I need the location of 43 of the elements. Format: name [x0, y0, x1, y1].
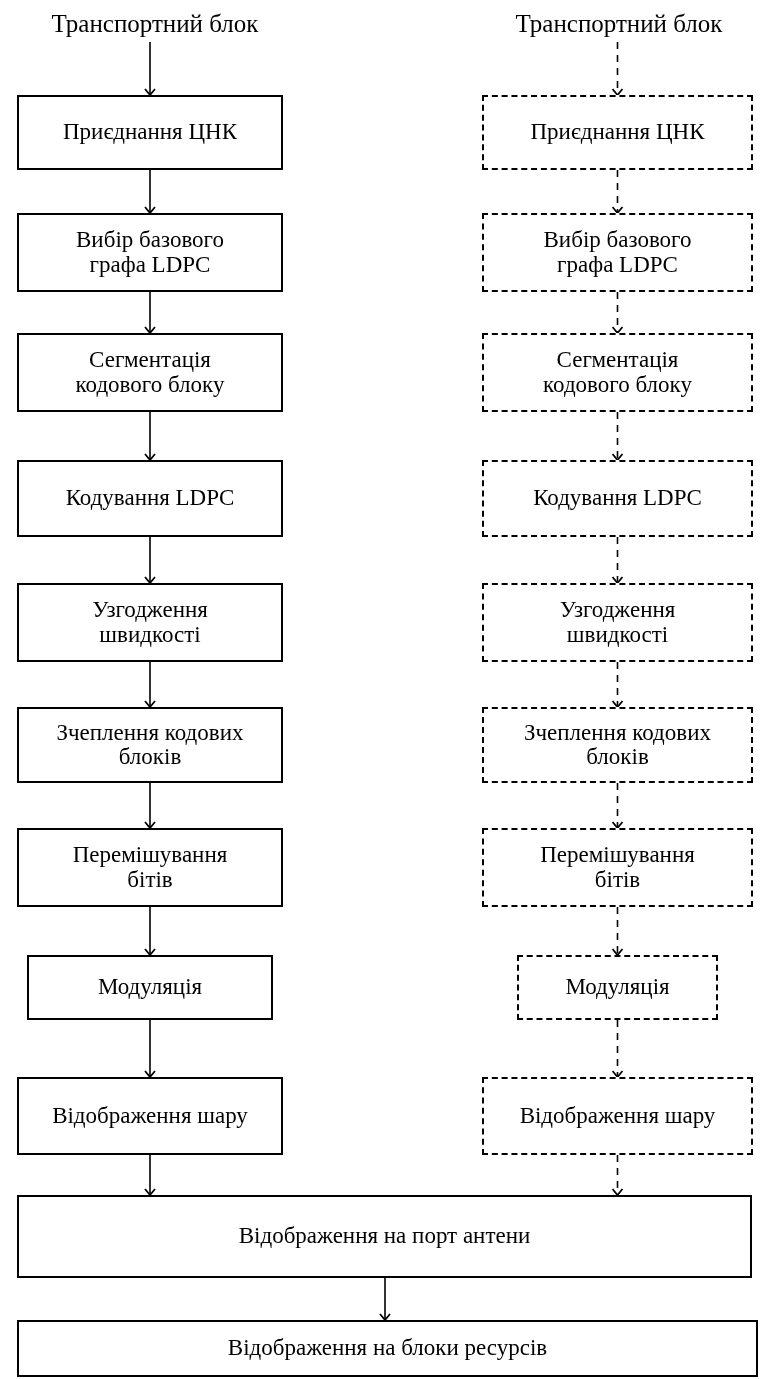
arrow [144, 661, 156, 708]
input-label: Транспортний блок [20, 6, 290, 42]
process-box: Перемішування бітів [17, 828, 283, 907]
process-box: Відображення на порт антени [17, 1195, 752, 1278]
dashed-process-box: Перемішування бітів [482, 828, 753, 907]
arrow [611, 41, 624, 96]
input-label: Транспортний блок [480, 6, 758, 42]
arrow [144, 291, 156, 334]
arrow [611, 536, 624, 584]
process-box: Узгодження швидкості [17, 583, 283, 662]
dashed-process-box: Вибір базового графа LDPC [482, 213, 753, 292]
dashed-process-box: Зчеплення кодових блоків [482, 707, 753, 783]
arrow [611, 169, 624, 214]
arrow [379, 1277, 391, 1321]
process-box: Вибір базового графа LDPC [17, 213, 283, 292]
dashed-process-box: Приєднання ЦНК [482, 95, 753, 170]
dashed-process-box: Сегментація кодового блоку [482, 333, 753, 412]
arrow [611, 661, 624, 708]
arrow [611, 291, 624, 334]
arrow [144, 782, 156, 829]
process-box: Кодування LDPC [17, 460, 283, 537]
process-box: Зчеплення кодових блоків [17, 707, 283, 783]
process-box: Сегментація кодового блоку [17, 333, 283, 412]
arrow [611, 1019, 624, 1078]
arrow [144, 1019, 156, 1078]
arrow [144, 536, 156, 584]
arrow [611, 906, 624, 956]
arrow [144, 906, 156, 956]
arrow [144, 41, 156, 96]
dashed-process-box: Кодування LDPC [482, 460, 753, 537]
process-box: Відображення шару [17, 1077, 283, 1155]
arrow [144, 411, 156, 461]
process-box: Приєднання ЦНК [17, 95, 283, 170]
dashed-process-box: Відображення шару [482, 1077, 753, 1155]
arrow [144, 1154, 156, 1196]
arrow [144, 169, 156, 214]
dashed-process-box: Модуляція [517, 955, 718, 1020]
arrow [611, 782, 624, 829]
process-box: Відображення на блоки ресурсів [17, 1320, 758, 1377]
arrow [611, 411, 624, 461]
arrow [611, 1154, 624, 1196]
process-box: Модуляція [27, 955, 273, 1020]
dashed-process-box: Узгодження швидкості [482, 583, 753, 662]
